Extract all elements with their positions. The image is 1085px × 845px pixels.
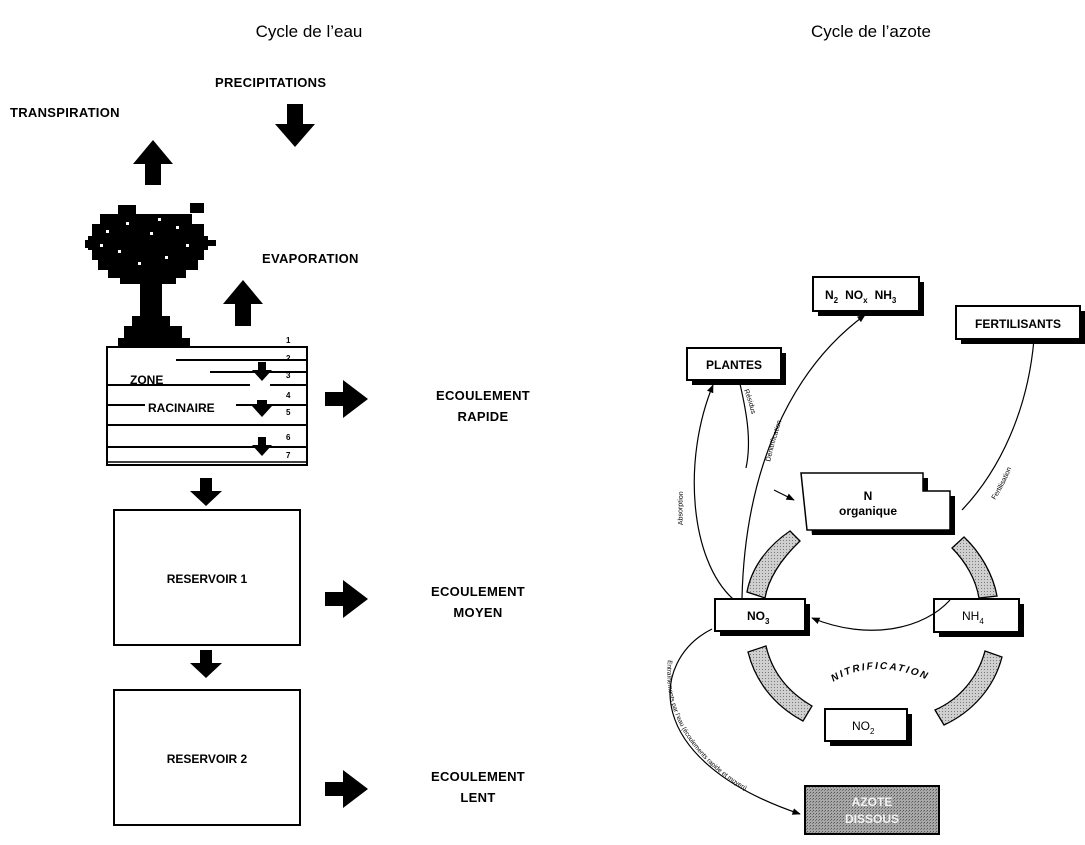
flow-arrow-fast (325, 380, 368, 418)
residus-arrow (773, 489, 795, 501)
fertilisants-box (955, 305, 1081, 340)
water-cycle: Cycle de l’eau PRECIPITATIONS TRANSPIRAT… (10, 22, 530, 826)
nitrification-label: NITRIFICATION (829, 661, 930, 685)
nh4-to-no3-arrow (811, 599, 951, 631)
transpiration-label: TRANSPIRATION (10, 105, 120, 120)
layer-4: 4 (286, 391, 291, 400)
layer-1: 1 (286, 336, 291, 345)
water-cycle-title: Cycle de l’eau (256, 22, 363, 41)
arc-organic-to-no3 (746, 530, 801, 599)
down-arrow-1 (190, 478, 222, 506)
nh4-box (933, 598, 1020, 633)
plantes-label: PLANTES (706, 358, 762, 372)
infiltration-arrow-2 (252, 400, 272, 417)
reservoir-2-label: RESERVOIR 2 (167, 752, 248, 766)
reservoir-2-box (113, 689, 301, 826)
flow-slow-line1: ECOULEMENT (431, 769, 525, 784)
flow-arrow-slow (325, 770, 368, 808)
arc-no2-to-no3 (747, 645, 813, 722)
fertilisation-curve (961, 338, 1035, 511)
infiltration-arrow-3 (252, 437, 272, 456)
down-arrow-2 (190, 650, 222, 678)
no2-box (824, 708, 908, 742)
precipitations-label: PRECIPITATIONS (215, 75, 326, 90)
racinaire-label: RACINAIRE (148, 401, 215, 415)
residus-curve (739, 383, 750, 469)
layer-7: 7 (286, 451, 291, 460)
flow-arrow-medium (325, 580, 368, 618)
reservoir-1-box (113, 509, 301, 646)
denitrification-label: Dénitrification (765, 419, 783, 462)
tree-icon (85, 203, 216, 358)
nitrogen-cycle-title: Cycle de l’azote (811, 22, 931, 41)
denitrification-arrow (741, 314, 866, 599)
azote-dissous-line1: AZOTE (852, 795, 893, 809)
layer-3: 3 (286, 371, 291, 380)
azote-dissous-box (804, 785, 940, 835)
n-organique-line1: N (864, 489, 873, 503)
flow-fast-line1: ECOULEMENT (436, 388, 530, 403)
transpiration-arrow (133, 140, 173, 185)
plantes-box (686, 347, 782, 381)
n-organique-line2: organique (839, 504, 897, 518)
entrainements-arrow (669, 628, 801, 815)
nh4-label: NH4 (962, 609, 984, 626)
flow-medium-line2: MOYEN (453, 605, 502, 620)
evaporation-arrow (223, 280, 263, 326)
azote-dissous-line2: DISSOUS (845, 812, 899, 826)
infiltration-arrow-1 (252, 362, 272, 381)
gases-box (812, 276, 920, 312)
no2-label: NO2 (852, 719, 875, 736)
flow-medium-line1: ECOULEMENT (431, 584, 525, 599)
layer-2: 2 (286, 354, 291, 363)
no3-label: NO3 (747, 609, 770, 626)
flow-fast-line2: RAPIDE (458, 409, 509, 424)
no3-box (714, 598, 806, 632)
arc-nh4-to-no2 (934, 650, 1003, 726)
layer-5: 5 (286, 408, 291, 417)
zone-label: ZONE (130, 373, 163, 387)
root-zone-box: ZONE RACINAIRE 1 2 3 4 5 6 7 (106, 336, 308, 466)
precipitations-arrow (275, 104, 315, 147)
reservoir-1-label: RESERVOIR 1 (167, 572, 248, 586)
absorption-arrow (693, 384, 734, 600)
absorption-label: Absorption (677, 491, 685, 525)
evaporation-label: EVAPORATION (262, 251, 359, 266)
layer-6: 6 (286, 433, 291, 442)
flow-slow-line2: LENT (460, 790, 495, 805)
fertilisants-label: FERTILISANTS (975, 317, 1061, 331)
n-organique-box (800, 472, 951, 531)
arc-organic-to-nh4 (951, 536, 998, 599)
fertilisation-label: Fertilisation (991, 466, 1014, 501)
